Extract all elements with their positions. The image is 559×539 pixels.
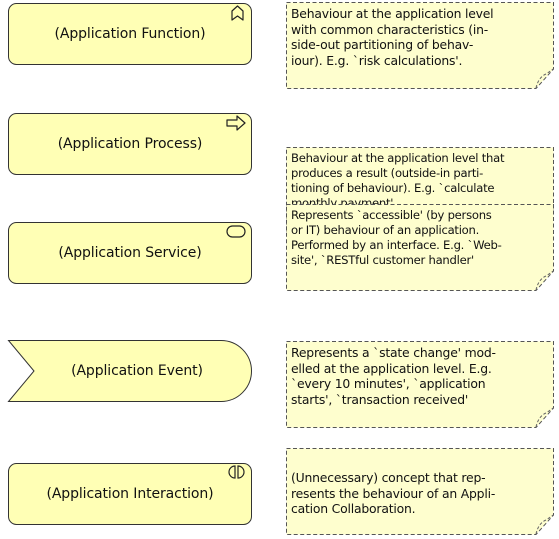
element-label: (Application Interaction)	[46, 486, 214, 502]
note-curl-icon	[535, 514, 554, 535]
note-curl-icon	[535, 407, 554, 428]
element-box	[8, 113, 252, 175]
function-bookmark-icon	[231, 5, 244, 21]
note-text: Behaviour at the application level that …	[291, 151, 505, 210]
note-application-interaction: (Unnecessary) concept that rep- resents …	[286, 448, 554, 535]
note-curl-icon	[535, 270, 554, 291]
element-box	[8, 3, 252, 65]
note-application-service: Represents `accessible' (by persons or I…	[286, 204, 554, 291]
note-shape	[286, 341, 554, 428]
application-service-element[interactable]: (Application Service)	[8, 222, 252, 284]
element-label: (Application Process)	[57, 136, 203, 152]
note-shape	[286, 2, 554, 89]
service-rounded-rect-icon	[226, 225, 246, 238]
note-text: (Unnecessary) concept that rep- resents …	[291, 470, 496, 516]
element-box	[8, 463, 252, 525]
element-label: (Application Event)	[71, 363, 203, 379]
note-text: Behaviour at the application level with …	[291, 6, 494, 68]
application-process-element[interactable]: (Application Process)	[8, 113, 252, 175]
element-label: (Application Function)	[54, 26, 206, 42]
note-application-event: Represents a `state change' mod- elled a…	[286, 341, 554, 428]
process-arrow-icon	[226, 115, 246, 131]
note-text: Represents `accessible' (by persons or I…	[291, 208, 502, 267]
interaction-split-circle-icon	[228, 465, 245, 479]
note-shape	[286, 204, 554, 291]
event-shape	[7, 340, 252, 402]
application-interaction-element[interactable]: (Application Interaction)	[8, 463, 252, 525]
application-event-element[interactable]: (Application Event)	[7, 340, 252, 402]
application-function-element[interactable]: (Application Function)	[8, 3, 252, 65]
note-shape	[286, 448, 554, 535]
note-application-function: Behaviour at the application level with …	[286, 2, 554, 89]
element-label: (Application Service)	[58, 245, 202, 261]
note-curl-icon	[535, 68, 554, 89]
note-text: Represents a `state change' mod- elled a…	[291, 345, 496, 407]
element-box	[8, 222, 252, 284]
